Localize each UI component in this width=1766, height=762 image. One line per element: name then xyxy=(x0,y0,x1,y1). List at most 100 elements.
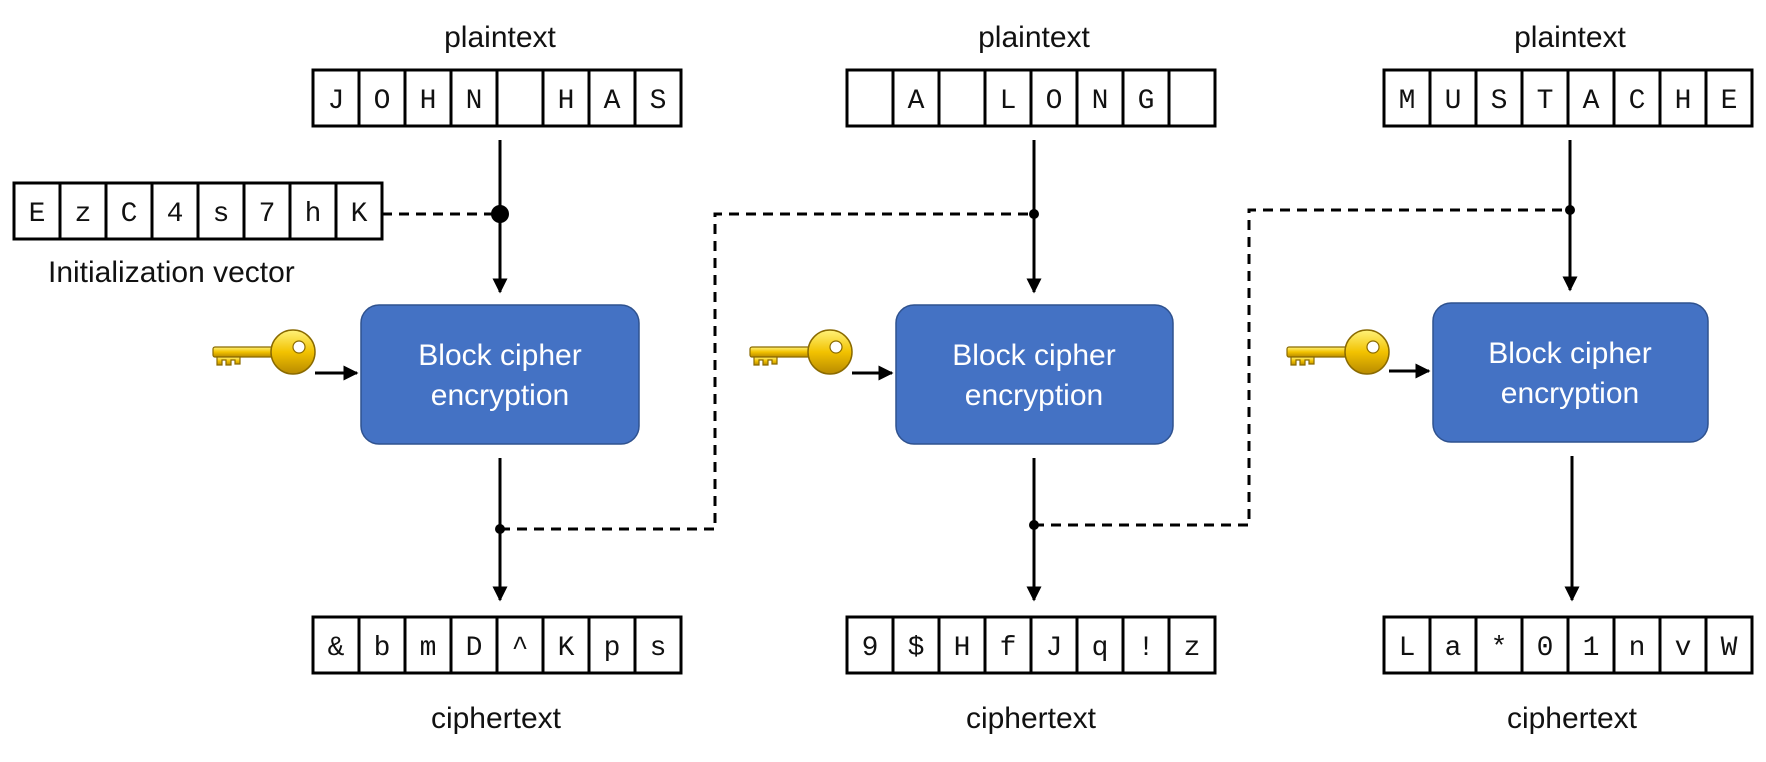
char-cell: C xyxy=(104,181,154,241)
block-cipher-box xyxy=(360,304,640,445)
char-cell: p xyxy=(587,615,637,675)
char-cell: A xyxy=(1566,68,1616,128)
chain-connector-2 xyxy=(1034,208,1570,527)
xor-node xyxy=(491,205,509,223)
block-cipher-label-line1: Block cipher xyxy=(952,339,1115,372)
cell-char: H xyxy=(558,86,575,117)
block-cipher-label-line2: encryption xyxy=(965,379,1103,412)
block-cipher-label-line2: encryption xyxy=(1501,377,1639,410)
ciphertext-label: ciphertext xyxy=(966,702,1097,735)
char-cell: O xyxy=(1029,68,1079,128)
block-cipher-label-line2: encryption xyxy=(431,379,569,412)
char-cell: E xyxy=(1704,68,1754,128)
cell-char: A xyxy=(908,86,925,117)
char-cell: H xyxy=(541,68,591,128)
cell-char: O xyxy=(1046,86,1063,117)
cell-char: H xyxy=(420,86,437,117)
plaintext-label: plaintext xyxy=(444,21,556,54)
cell-char: S xyxy=(650,86,667,117)
char-cell: M xyxy=(1382,68,1432,128)
cell-char: J xyxy=(1046,633,1063,664)
char-cell: s xyxy=(196,181,246,241)
cell-char: & xyxy=(328,633,345,664)
char-cell: h xyxy=(288,181,338,241)
cell-char: C xyxy=(1629,86,1646,117)
char-cell: C xyxy=(1612,68,1662,128)
cell-char: n xyxy=(1629,633,1646,664)
cell-char: G xyxy=(1138,86,1155,117)
cell-char: 4 xyxy=(167,199,184,230)
cell-char: N xyxy=(466,86,483,117)
char-cell: U xyxy=(1428,68,1478,128)
xor-node xyxy=(1029,209,1039,219)
char-cell: z xyxy=(1167,615,1217,675)
char-cell: K xyxy=(541,615,591,675)
cell-char: E xyxy=(1721,86,1738,117)
key-icon xyxy=(1286,329,1390,375)
char-cell: $ xyxy=(891,615,941,675)
char-cell: T xyxy=(1520,68,1570,128)
char-cell: N xyxy=(449,68,499,128)
cell-char: m xyxy=(420,633,437,664)
char-cell: S xyxy=(1474,68,1524,128)
char-cell: n xyxy=(1612,615,1662,675)
char-cell xyxy=(495,68,545,128)
cell-char: a xyxy=(1445,633,1462,664)
cell-char: T xyxy=(1537,86,1554,117)
char-cell: q xyxy=(1075,615,1125,675)
cell-char: H xyxy=(1675,86,1692,117)
cell-char: L xyxy=(1399,633,1416,664)
cell-char: C xyxy=(121,199,138,230)
char-cell: & xyxy=(311,615,361,675)
char-cell: H xyxy=(1658,68,1708,128)
xor-node xyxy=(1565,205,1575,215)
cell-char: O xyxy=(374,86,391,117)
char-cell: A xyxy=(587,68,637,128)
char-cell: W xyxy=(1704,615,1754,675)
char-cell: O xyxy=(357,68,407,128)
char-cell: D xyxy=(449,615,499,675)
cell-char: b xyxy=(374,633,391,664)
char-cell: H xyxy=(403,68,453,128)
char-cell: L xyxy=(983,68,1033,128)
char-cell xyxy=(937,68,987,128)
cell-char: q xyxy=(1092,633,1109,664)
char-cell: 0 xyxy=(1520,615,1570,675)
char-cell: 4 xyxy=(150,181,200,241)
cell-char: E xyxy=(29,199,46,230)
cell-char: ^ xyxy=(512,633,529,664)
ciphertext-label: ciphertext xyxy=(1507,702,1638,735)
key-icon xyxy=(212,329,316,375)
cell-char: W xyxy=(1721,633,1738,664)
cell-char: D xyxy=(466,633,483,664)
char-cell: H xyxy=(937,615,987,675)
cell-char: S xyxy=(1491,86,1508,117)
plaintext-label: plaintext xyxy=(1514,21,1626,54)
char-cell: v xyxy=(1658,615,1708,675)
char-cell: ^ xyxy=(495,615,545,675)
cell-char: s xyxy=(650,633,667,664)
char-cell: z xyxy=(58,181,108,241)
char-cell: A xyxy=(891,68,941,128)
cell-char: 1 xyxy=(1583,633,1600,664)
char-cell: f xyxy=(983,615,1033,675)
cell-char: $ xyxy=(908,633,925,664)
cell-char: 7 xyxy=(259,199,276,230)
cell-char: 0 xyxy=(1537,633,1554,664)
cell-char: h xyxy=(305,199,322,230)
chain-connector-1 xyxy=(500,212,1034,531)
char-cell xyxy=(845,68,895,128)
key-icon xyxy=(749,329,853,375)
cell-char: A xyxy=(604,86,621,117)
cell-char: U xyxy=(1445,86,1462,117)
cell-char: z xyxy=(1184,633,1201,664)
block-cipher-label-line1: Block cipher xyxy=(1488,337,1651,370)
